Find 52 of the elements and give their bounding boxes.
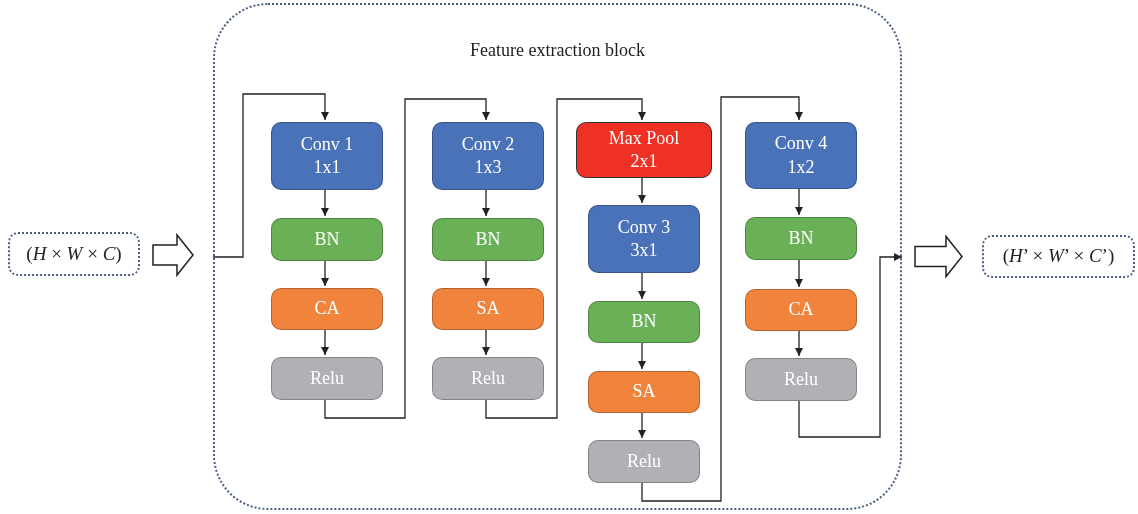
tensor-shape-box	[8, 232, 140, 276]
node-label: Conv 2	[461, 132, 515, 156]
node-label: 2x1	[630, 150, 658, 173]
attention-box	[432, 288, 544, 330]
tensor-shape-box	[982, 235, 1135, 278]
batch-norm-box	[271, 218, 383, 261]
conv-layer-box	[271, 122, 383, 190]
node-label: (H’ × W’ × C’)	[1002, 244, 1115, 269]
node-label: SA	[632, 380, 656, 404]
node-label: 1x1	[313, 156, 341, 179]
activation-box	[432, 357, 544, 400]
activation-box	[745, 358, 857, 401]
activation-box	[271, 357, 383, 400]
activation-box	[588, 440, 700, 483]
block-container	[213, 3, 902, 510]
arrow	[641, 96, 803, 502]
pooling-box	[576, 122, 712, 178]
node-label: BN	[631, 310, 657, 334]
node-label: Relu	[627, 449, 661, 473]
arrow	[212, 93, 329, 258]
node-label: Max Pool	[608, 126, 680, 150]
attention-box	[745, 289, 857, 331]
attention-box	[271, 288, 383, 330]
batch-norm-box	[432, 218, 544, 261]
node-label: BN	[788, 226, 814, 250]
node-label: Conv 1	[300, 132, 354, 156]
conv-layer-box	[432, 122, 544, 190]
node-label: (H × W × C)	[26, 241, 122, 266]
node-label: Relu	[310, 366, 344, 390]
attention-box	[588, 371, 700, 413]
node-label: SA	[476, 297, 500, 321]
block-arrow	[152, 232, 194, 278]
node-label: BN	[475, 227, 501, 251]
node-label: CA	[314, 297, 340, 321]
block-arrow	[914, 234, 963, 279]
node-label: Relu	[784, 367, 818, 391]
node-label: 3x1	[630, 239, 658, 262]
node-label: Conv 3	[617, 215, 671, 239]
node-label: 1x2	[787, 155, 815, 179]
arrow	[798, 253, 903, 438]
arrow	[485, 98, 646, 419]
conv-layer-box	[588, 205, 700, 273]
node-label: BN	[314, 227, 340, 251]
batch-norm-box	[745, 217, 857, 260]
batch-norm-box	[588, 301, 700, 343]
block-title: Feature extraction block	[469, 39, 646, 62]
arrow	[324, 98, 490, 419]
node-label: CA	[788, 298, 814, 322]
node-label: Conv 4	[774, 132, 828, 156]
node-label: Relu	[471, 366, 505, 390]
node-label: 1x3	[474, 156, 502, 179]
conv-layer-box	[745, 122, 857, 189]
